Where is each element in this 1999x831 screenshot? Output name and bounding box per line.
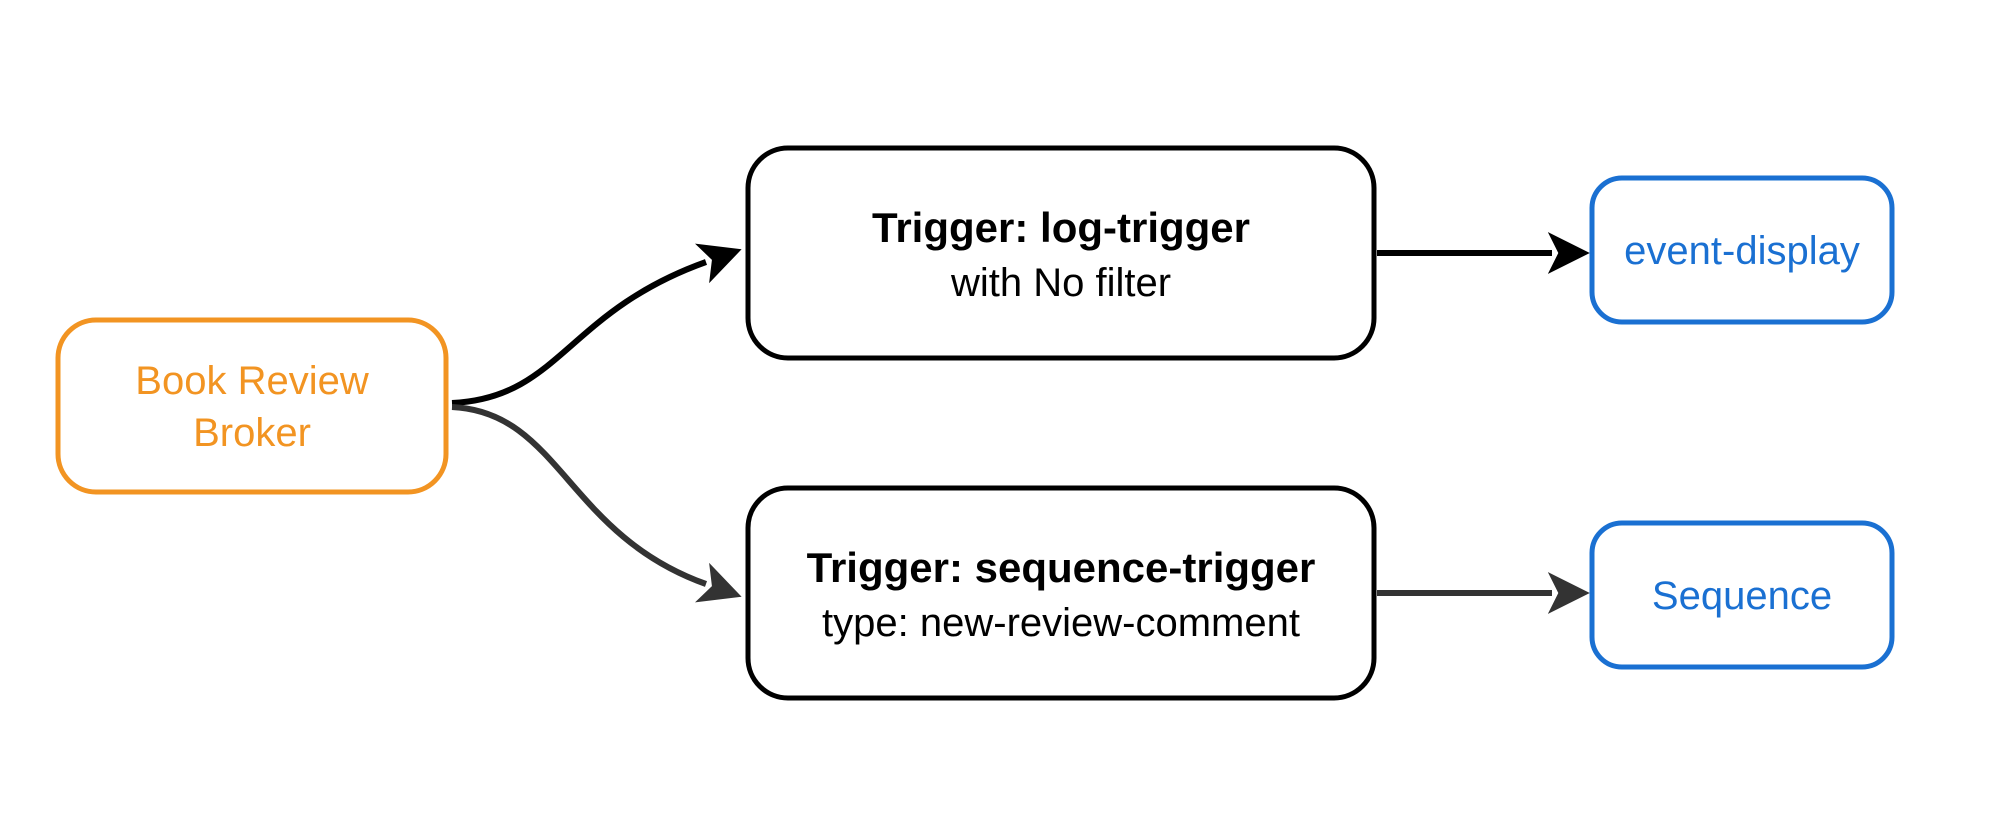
event-display-box [1589, 175, 1895, 325]
book-review-broker-label-line1: Book Review [135, 359, 369, 403]
sequence-box [1589, 520, 1895, 670]
event-display-node: event-display [1589, 175, 1895, 325]
sequence-node: Sequence [1589, 520, 1895, 670]
event-display-label: event-display [1624, 229, 1860, 273]
log-trigger-box [745, 145, 1377, 361]
edge-broker-to-log-trigger [451, 243, 742, 406]
edge-broker-to-sequence-trigger [451, 404, 742, 603]
log-trigger-subtitle: with No filter [950, 261, 1171, 305]
sequence-trigger-node: Trigger: sequence-trigger type: new-revi… [745, 485, 1377, 701]
sequence-trigger-subtitle: type: new-review-comment [822, 601, 1300, 645]
log-trigger-title: Trigger: log-trigger [872, 204, 1250, 251]
sequence-trigger-title: Trigger: sequence-trigger [807, 544, 1316, 591]
log-trigger-node: Trigger: log-trigger with No filter [745, 145, 1377, 361]
book-review-broker-box [55, 317, 449, 495]
sequence-trigger-box [745, 485, 1377, 701]
sequence-label: Sequence [1652, 574, 1832, 618]
book-review-broker-node: Book Review Broker [55, 317, 449, 495]
book-review-broker-label-line2: Broker [193, 411, 311, 455]
